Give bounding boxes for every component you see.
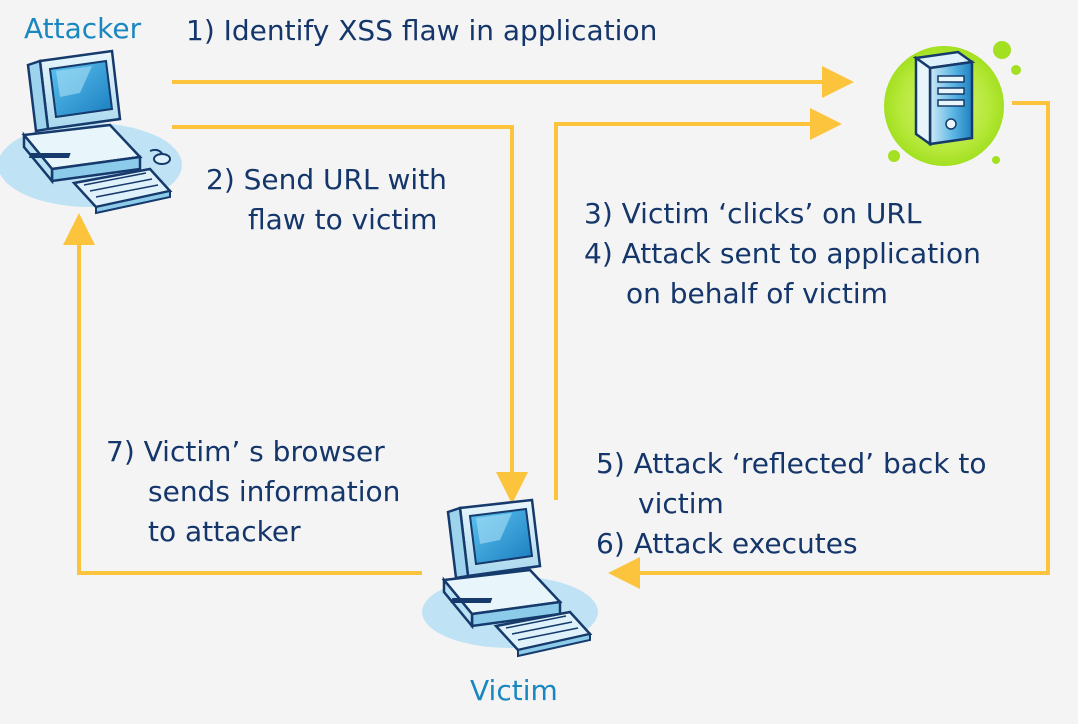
arrow-step-3-4 xyxy=(554,108,842,500)
step-5-line-2: victim xyxy=(638,487,724,520)
attacker-computer-icon xyxy=(0,49,182,215)
arrow-step-2 xyxy=(172,125,528,504)
attacker-label: Attacker xyxy=(24,12,142,45)
step-5-line-1: 5) Attack ‘reflected’ back to xyxy=(596,447,987,480)
step-1-line: 1) Identify XSS flaw in application xyxy=(186,14,658,47)
step-3-line: 3) Victim ‘clicks’ on URL xyxy=(584,197,922,230)
step-5-6-text: 5) Attack ‘reflected’ back to victim 6) … xyxy=(596,444,987,564)
step-7-line-3: to attacker xyxy=(148,515,301,548)
arrow-step-7 xyxy=(63,213,422,575)
step-7-line-1: 7) Victim’ s browser xyxy=(106,435,385,468)
step-2-text: 2) Send URL with flaw to victim xyxy=(206,160,447,240)
step-2-line-1: 2) Send URL with xyxy=(206,163,447,196)
step-3-4-text: 3) Victim ‘clicks’ on URL 4) Attack sent… xyxy=(584,194,981,314)
arrow-step-5-6 xyxy=(608,101,1050,589)
victim-label: Victim xyxy=(470,674,558,707)
step-1-text: 1) Identify XSS flaw in application xyxy=(186,11,657,51)
victim-computer-icon xyxy=(422,498,598,658)
step-2-line-2: flaw to victim xyxy=(248,203,438,236)
step-4-line-1: 4) Attack sent to application xyxy=(584,237,981,270)
server-icon xyxy=(884,41,1021,166)
step-6-line: 6) Attack executes xyxy=(596,527,858,560)
step-7-line-2: sends information xyxy=(148,475,401,508)
step-4-line-2: on behalf of victim xyxy=(626,277,888,310)
step-7-text: 7) Victim’ s browser sends information t… xyxy=(106,432,400,552)
